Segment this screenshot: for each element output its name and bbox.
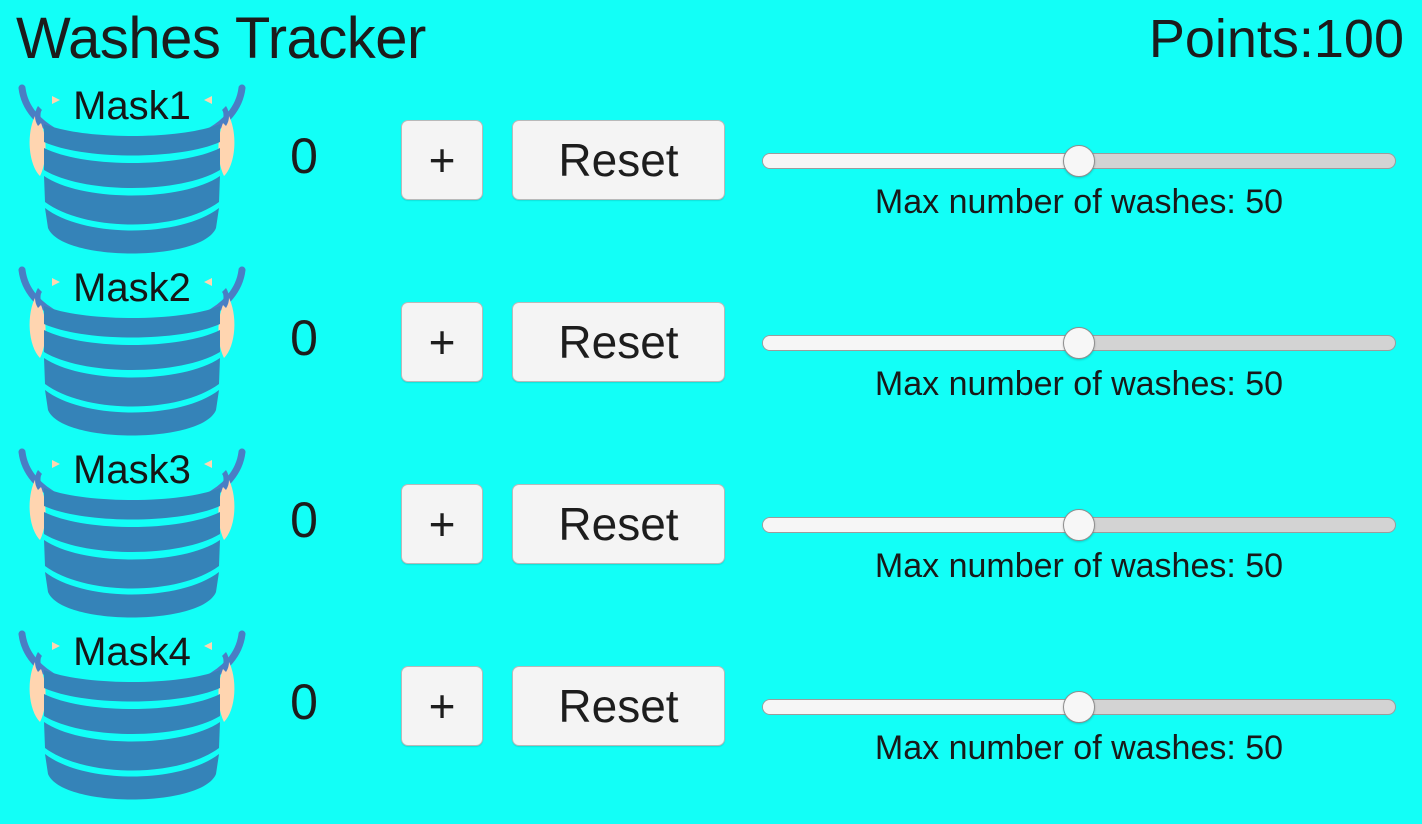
max-washes-label: Max number of washes: 50 <box>874 183 1284 221</box>
face-mask-icon: Mask4 <box>6 624 258 806</box>
reset-button[interactable]: Reset <box>512 484 725 564</box>
increment-button[interactable]: + <box>401 302 483 382</box>
increment-button[interactable]: + <box>401 666 483 746</box>
mask-row-2: Mask2 0 + Reset Max number of washes: 50 <box>0 260 1422 442</box>
mask-row-4: Mask4 0 + Reset Max number of washes: 50 <box>0 624 1422 806</box>
app-header: Washes Tracker Points:100 <box>0 0 1422 78</box>
slider-fill <box>763 700 1079 714</box>
wash-count-value: 0 <box>290 310 318 366</box>
slider-thumb[interactable] <box>1063 327 1095 359</box>
face-mask-icon: Mask2 <box>6 260 258 442</box>
page-title: Washes Tracker <box>16 6 426 71</box>
face-mask-icon: Mask1 <box>6 78 258 260</box>
max-washes-slider[interactable] <box>762 690 1396 723</box>
mask-row-1: Mask1 0 + Reset Max number of washes: 50 <box>0 78 1422 260</box>
face-mask-icon: Mask3 <box>6 442 258 624</box>
max-washes-label: Max number of washes: 50 <box>874 547 1284 585</box>
reset-button[interactable]: Reset <box>512 120 725 200</box>
wash-count-value: 0 <box>290 492 318 548</box>
increment-button[interactable]: + <box>401 484 483 564</box>
max-washes-slider[interactable] <box>762 508 1396 541</box>
slider-fill <box>763 154 1079 168</box>
slider-fill <box>763 518 1079 532</box>
slider-fill <box>763 336 1079 350</box>
slider-thumb[interactable] <box>1063 509 1095 541</box>
increment-button[interactable]: + <box>401 120 483 200</box>
points-display: Points:100 <box>1148 9 1404 69</box>
mask-row-3: Mask3 0 + Reset Max number of washes: 50 <box>0 442 1422 624</box>
max-washes-slider[interactable] <box>762 326 1396 359</box>
reset-button[interactable]: Reset <box>512 302 725 382</box>
max-washes-label: Max number of washes: 50 <box>874 365 1284 403</box>
reset-button[interactable]: Reset <box>512 666 725 746</box>
wash-count-value: 0 <box>290 128 318 184</box>
slider-thumb[interactable] <box>1063 145 1095 177</box>
slider-thumb[interactable] <box>1063 691 1095 723</box>
max-washes-label: Max number of washes: 50 <box>874 729 1284 767</box>
max-washes-slider[interactable] <box>762 144 1396 177</box>
wash-count-value: 0 <box>290 674 318 730</box>
